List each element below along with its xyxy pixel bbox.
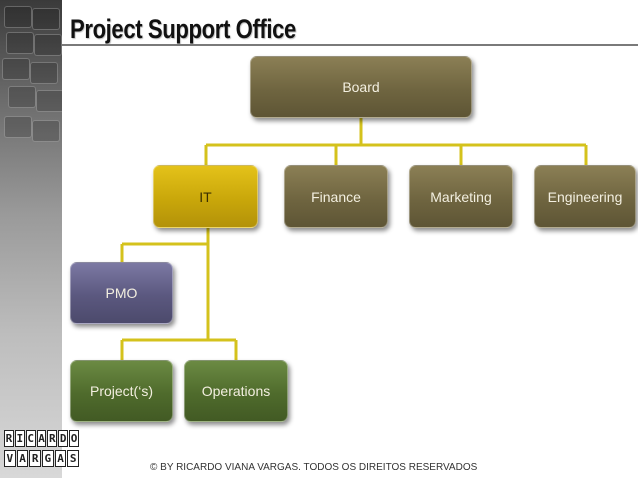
logo-letter: R: [4, 430, 14, 447]
org-node-label: Finance: [311, 188, 361, 205]
org-node-projects[interactable]: Project(‘s): [70, 360, 173, 422]
keyboard-key-decoration: [2, 58, 30, 80]
org-node-it[interactable]: IT: [153, 165, 258, 228]
logo-letter: A: [16, 450, 29, 467]
logo-letter: I: [14, 430, 25, 447]
logo-letter: G: [42, 450, 54, 467]
keyboard-key-decoration: [34, 34, 62, 56]
org-node-label: PMO: [105, 285, 138, 301]
org-node-marketing[interactable]: Marketing: [409, 165, 513, 228]
keyboard-key-decoration: [32, 8, 60, 30]
org-node-label: Operations: [201, 383, 271, 399]
logo-letter: R: [29, 450, 42, 467]
org-node-board[interactable]: Board: [250, 56, 472, 118]
copyright-footer: © BY RICARDO VIANA VARGAS. TODOS OS DIRE…: [150, 462, 478, 473]
org-node-pmo[interactable]: PMO: [70, 262, 173, 324]
keyboard-key-decoration: [6, 32, 34, 54]
logo-line-2: V A R G A S: [4, 450, 80, 467]
logo-letter: V: [4, 450, 16, 467]
keyboard-key-decoration: [4, 6, 32, 28]
org-node-operations[interactable]: Operations: [184, 360, 288, 422]
logo-letter: A: [36, 430, 47, 447]
ricardo-vargas-logo: R I C A R D O V A R G A S: [4, 430, 80, 470]
org-node-label: Marketing: [430, 188, 492, 205]
logo-letter: R: [47, 430, 58, 447]
keyboard-key-decoration: [4, 116, 32, 138]
keyboard-key-decoration: [36, 90, 62, 112]
logo-letter: A: [54, 450, 67, 467]
org-node-label: IT: [199, 188, 212, 205]
keyboard-key-decoration: [30, 62, 58, 84]
logo-letter: O: [69, 430, 80, 447]
keyboard-key-decoration: [8, 86, 36, 108]
title-divider: [62, 44, 638, 46]
keyboard-key-decoration: [32, 120, 60, 142]
org-node-engineering[interactable]: Engineering: [534, 165, 636, 228]
org-node-label: Project(‘s): [89, 383, 153, 399]
org-node-finance[interactable]: Finance: [284, 165, 388, 228]
logo-line-1: R I C A R D O: [4, 430, 80, 447]
org-node-label: Board: [342, 79, 380, 95]
org-node-label: Engineering: [547, 188, 623, 205]
logo-letter: C: [25, 430, 36, 447]
decorative-keyboard-sidebar: [0, 0, 62, 478]
logo-letter: S: [67, 450, 80, 467]
logo-letter: D: [58, 430, 69, 447]
page-title: Project Support Office: [70, 14, 296, 44]
